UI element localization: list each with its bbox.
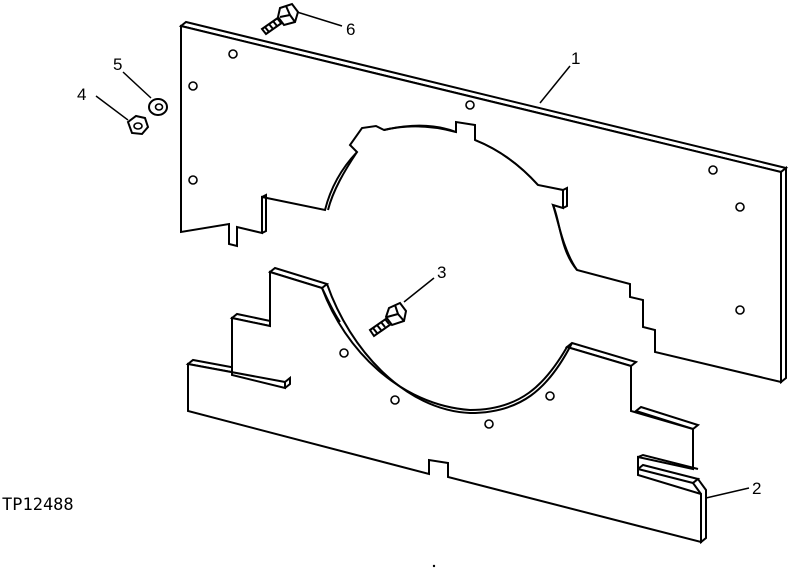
leader-2 xyxy=(705,487,750,499)
upper-plate-hole xyxy=(228,49,238,59)
lower-plate-cutout-inner xyxy=(321,287,341,323)
lower-plate-slot-bevel xyxy=(637,453,699,470)
lower-plate-face xyxy=(187,270,702,544)
lower-plate-hole xyxy=(339,348,349,358)
leader-5 xyxy=(122,71,152,99)
callout-2: 2 xyxy=(752,479,761,498)
upper-plate xyxy=(178,20,789,385)
lower-plate-cutout-bevel xyxy=(326,283,573,415)
upper-plate-notch-bevel xyxy=(562,186,568,209)
upper-plate-hole xyxy=(735,305,745,315)
cap-screw-lower-head-face xyxy=(386,304,405,322)
callout-1: 1 xyxy=(571,49,580,68)
upper-plate-notch-bevel-2 xyxy=(261,193,267,234)
cap-screw-lower-threads xyxy=(372,318,390,334)
callout-4: 4 xyxy=(77,85,86,104)
callout-5: 5 xyxy=(113,55,122,74)
leader-6 xyxy=(296,11,343,27)
lower-plate-step-bevel xyxy=(284,375,291,389)
upper-plate-hole xyxy=(465,100,475,110)
lower-plate-hole xyxy=(545,391,555,401)
upper-plate-hole xyxy=(708,165,718,175)
leader-3 xyxy=(403,277,435,303)
hex-nut xyxy=(126,114,150,136)
upper-plate-hole xyxy=(188,81,198,91)
upper-plate-hole xyxy=(735,202,745,212)
hex-nut-bore xyxy=(133,122,143,130)
lower-plate-hole xyxy=(390,395,400,405)
figure-id: TP12488 xyxy=(2,495,74,515)
callout-6: 6 xyxy=(346,20,355,39)
cap-screw-upper xyxy=(260,2,300,36)
upper-plate-hole xyxy=(188,175,198,185)
washer xyxy=(148,98,168,116)
callout-3: 3 xyxy=(437,263,446,282)
upper-plate-cutout-bevel xyxy=(327,151,358,211)
cap-screw-lower xyxy=(368,301,408,338)
leader-4 xyxy=(95,95,129,121)
cap-screw-upper-head-face xyxy=(279,5,296,23)
leader-1 xyxy=(539,65,571,104)
upper-plate-cutout-bevel-2 xyxy=(383,124,457,133)
lower-plate-hole xyxy=(484,419,494,429)
upper-plate-cutout-bevel-3 xyxy=(474,139,539,186)
lower-plate xyxy=(185,266,707,545)
scan-speck xyxy=(432,564,436,568)
upper-plate-cutout-bevel-4 xyxy=(552,204,578,271)
cap-screw-upper-threads xyxy=(264,17,282,33)
washer-bore xyxy=(154,103,164,111)
